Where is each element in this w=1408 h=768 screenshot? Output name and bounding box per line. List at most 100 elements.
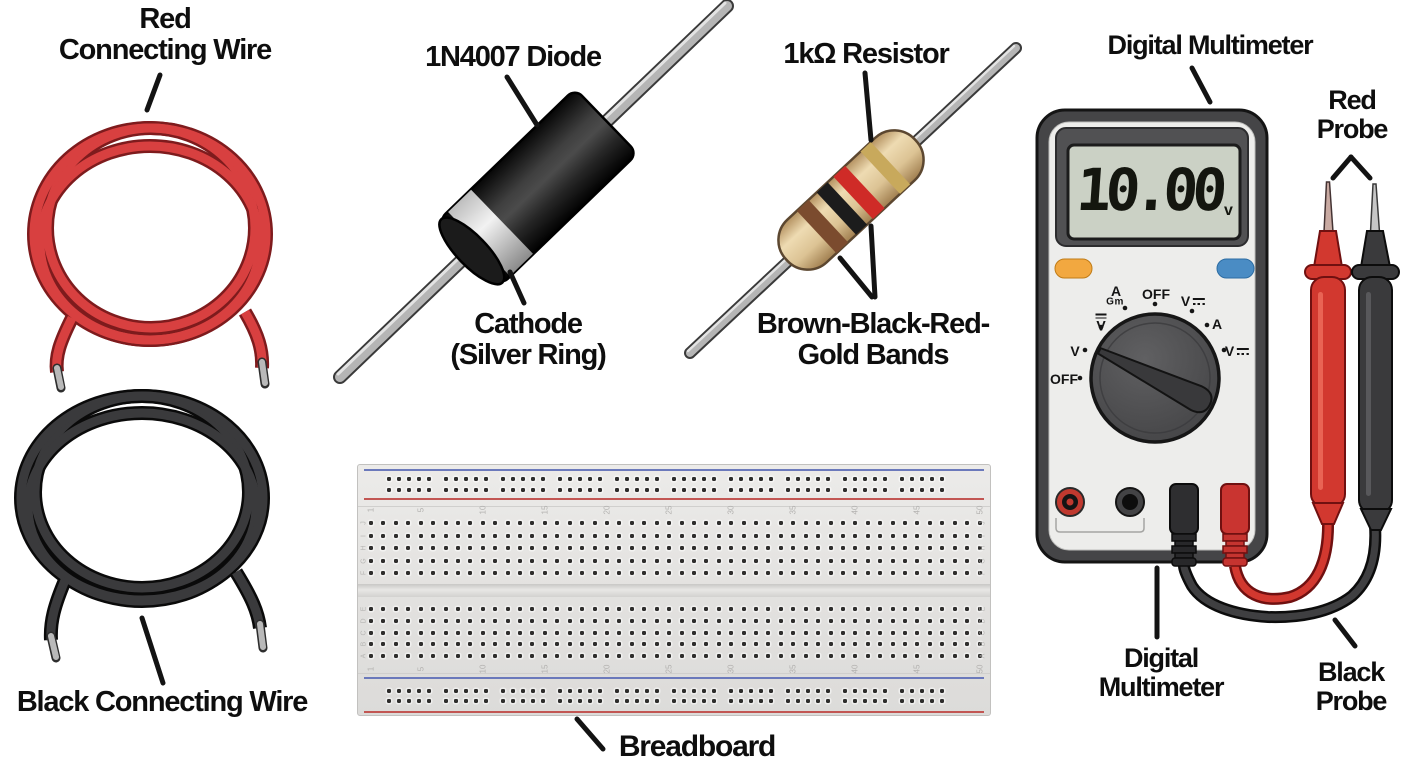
- breadboard-hole: [865, 521, 870, 525]
- breadboard-hole: [903, 571, 908, 575]
- breadboard-hole: [629, 533, 634, 538]
- breadboard-hole: [890, 654, 895, 658]
- breadboard-hole: [927, 558, 932, 563]
- breadboard-hole: [878, 630, 883, 635]
- breadboard-hole: [816, 533, 821, 538]
- breadboard-hole: [443, 654, 448, 658]
- breadboard-hole: [712, 477, 716, 481]
- breadboard-hole: [541, 699, 545, 703]
- breadboard-hole: [518, 654, 523, 658]
- breadboard-hole: [903, 521, 908, 525]
- breadboard-hole: [741, 546, 746, 550]
- breadboard-marking: 40: [850, 505, 860, 515]
- breadboard-hole: [667, 546, 672, 550]
- breadboard-hole: [642, 558, 647, 563]
- breadboard-hole: [865, 619, 870, 623]
- breadboard-hole: [418, 654, 423, 658]
- breadboard-hole: [890, 533, 895, 538]
- breadboard-hole: [840, 642, 845, 646]
- breadboard-hole: [873, 689, 877, 693]
- breadboard-hole: [729, 477, 733, 481]
- breadboard-hole: [635, 488, 639, 492]
- breadboard-hole: [393, 630, 398, 635]
- breadboard-hole: [629, 630, 634, 635]
- breadboard-hole: [667, 654, 672, 658]
- breadboard-hole: [617, 607, 622, 611]
- breadboard-hole: [484, 477, 488, 481]
- breadboard-hole: [952, 533, 957, 538]
- breadboard-hole: [617, 642, 622, 646]
- breadboard-hole: [927, 571, 932, 575]
- breadboard-hole: [691, 619, 696, 623]
- red-probe-label: Red Probe: [1317, 86, 1389, 144]
- breadboard-hole: [667, 533, 672, 538]
- breadboard-hole: [915, 654, 920, 658]
- breadboard-hole: [682, 488, 686, 492]
- breadboard-hole: [729, 699, 733, 703]
- band-gold: [860, 141, 911, 194]
- breadboard-hole: [604, 619, 609, 623]
- breadboard-marking: G: [360, 557, 368, 564]
- breadboard-hole: [558, 689, 562, 693]
- breadboard-hole: [803, 642, 808, 646]
- breadboard-hole: [759, 689, 763, 693]
- breadboard-hole: [625, 477, 629, 481]
- breadboard-hole: [568, 477, 572, 481]
- breadboard-hole: [965, 619, 970, 623]
- breadboard-hole: [940, 533, 945, 538]
- red-wire-label-line1: Red: [139, 3, 191, 35]
- breadboard-hole: [796, 689, 800, 693]
- breadboard-hole: [791, 654, 796, 658]
- breadboard-hole: [816, 558, 821, 563]
- breadboard-hole: [567, 546, 572, 550]
- breadboard-hole: [598, 488, 602, 492]
- breadboard-hole: [816, 619, 821, 623]
- breadboard-marking: 25: [664, 505, 674, 515]
- breadboard-marking: A: [979, 653, 987, 659]
- breadboard-hole: [878, 619, 883, 623]
- breadboard-hole: [878, 533, 883, 538]
- breadboard-hole: [843, 477, 847, 481]
- breadboard-hole: [952, 607, 957, 611]
- breadboard-hole: [729, 546, 734, 550]
- breadboard-hole: [739, 488, 743, 492]
- breadboard-hole: [766, 533, 771, 538]
- breadboard-hole: [580, 607, 585, 611]
- breadboard-hole: [578, 488, 582, 492]
- breadboard-hole: [853, 607, 858, 611]
- wire-tip: [52, 363, 66, 393]
- breadboard-hole: [679, 642, 684, 646]
- breadboard-hole: [406, 619, 411, 623]
- breadboard-hole: [604, 607, 609, 611]
- breadboard-hole: [900, 699, 904, 703]
- breadboard-hole: [927, 533, 932, 538]
- breadboard-hole: [464, 488, 468, 492]
- breadboard-hole: [655, 477, 659, 481]
- multimeter-bottom-line1: Digital: [1123, 643, 1199, 673]
- breadboard-hole: [672, 699, 676, 703]
- breadboard-hole: [555, 546, 560, 550]
- breadboard-hole: [803, 654, 808, 658]
- breadboard-hole: [759, 699, 763, 703]
- breadboard-hole: [443, 607, 448, 611]
- breadboard-hole: [853, 654, 858, 658]
- breadboard-hole: [679, 546, 684, 550]
- breadboard-hole: [431, 607, 436, 611]
- breadboard-hole: [853, 699, 857, 703]
- breadboard-marking: D: [979, 618, 987, 624]
- breadboard-hole: [915, 521, 920, 525]
- band-brown: [796, 199, 849, 254]
- breadboard-hole: [704, 558, 709, 563]
- breadboard-hole: [778, 630, 783, 635]
- black-probe-collar: [1351, 264, 1400, 280]
- breadboard-hole: [803, 558, 808, 563]
- breadboard-hole: [729, 689, 733, 693]
- breadboard-hole: [927, 630, 932, 635]
- breadboard-hole: [863, 488, 867, 492]
- breadboard-hole: [878, 607, 883, 611]
- breadboard-hole: [518, 642, 523, 646]
- breadboard-hole: [816, 607, 821, 611]
- breadboard-hole: [940, 619, 945, 623]
- breadboard-hole: [754, 654, 759, 658]
- breadboard-hole: [511, 477, 515, 481]
